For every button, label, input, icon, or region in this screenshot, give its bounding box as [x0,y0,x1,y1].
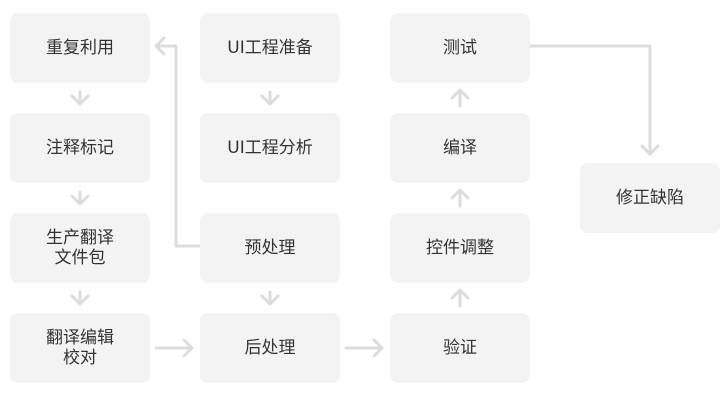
arrow-reuse-to-annotate [70,90,90,106]
node-preprocess: 预处理 [200,213,340,283]
arrow-test-to-fixdefects [528,44,660,156]
arrow-translate-to-postprocess [154,338,194,358]
arrow-compile-to-test [450,88,470,108]
node-compile: 编译 [390,113,530,183]
arrow-verify-to-controladjust [450,288,470,308]
node-test: 测试 [390,13,530,83]
arrow-annotate-to-package [70,190,90,206]
arrow-package-to-translate [70,290,90,306]
node-verify: 验证 [390,313,530,383]
node-annotate: 注释标记 [10,113,150,183]
node-control-adjust: 控件调整 [390,213,530,283]
node-postprocess: 后处理 [200,313,340,383]
arrow-postprocess-to-verify [344,338,384,358]
arrow-controladjust-to-compile [450,188,470,208]
node-ui-prep: UI工程准备 [200,13,340,83]
arrow-uiprep-to-uianalysis [260,90,280,106]
node-ui-analysis: UI工程分析 [200,113,340,183]
node-reuse: 重复利用 [10,13,150,83]
arrow-preprocess-to-reuse [154,36,202,248]
node-generate-package: 生产翻译 文件包 [10,213,150,283]
node-fix-defects: 修正缺陷 [580,163,720,233]
arrow-preprocess-to-postprocess [260,290,280,306]
node-translate-proofread: 翻译编辑 校对 [10,313,150,383]
